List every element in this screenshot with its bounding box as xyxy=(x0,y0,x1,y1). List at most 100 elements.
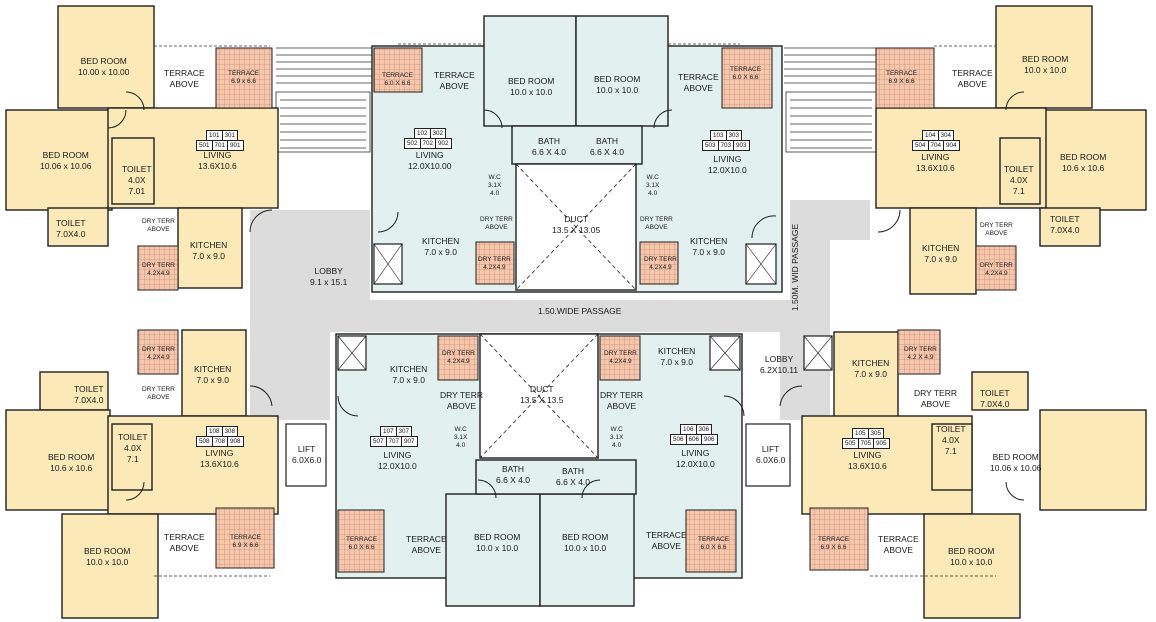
flat-bottom-left xyxy=(5,329,279,619)
terrace-tl xyxy=(215,47,273,109)
lifts xyxy=(285,243,833,487)
terrace-bc-l xyxy=(337,509,385,573)
terrace-tc-r xyxy=(721,47,773,109)
duct-top xyxy=(515,163,637,291)
staircases xyxy=(275,47,877,153)
dryterr-tc-r xyxy=(639,241,679,285)
terrace-br xyxy=(809,507,869,571)
dryterr-bc-l xyxy=(437,335,479,381)
dryterr-tr xyxy=(975,245,1017,291)
door-swings xyxy=(107,91,1025,501)
flat-top-left xyxy=(5,5,279,289)
passage-label: 1.50.WIDE PASSAGE xyxy=(538,306,622,316)
common-areas xyxy=(250,200,870,420)
dryterr-br xyxy=(897,329,941,375)
dryterr-bl xyxy=(137,329,179,375)
passage-label: 1.50M. WID PASSAGE xyxy=(790,223,801,312)
terrace-tr xyxy=(875,47,935,109)
dryterr-tl xyxy=(137,245,179,291)
flat-top-right xyxy=(875,5,1147,295)
terrace-bl xyxy=(215,507,275,569)
terrace-above-outlines xyxy=(154,43,996,577)
dryterr-tc-l xyxy=(475,241,515,285)
terrace-tc-l xyxy=(373,47,423,93)
